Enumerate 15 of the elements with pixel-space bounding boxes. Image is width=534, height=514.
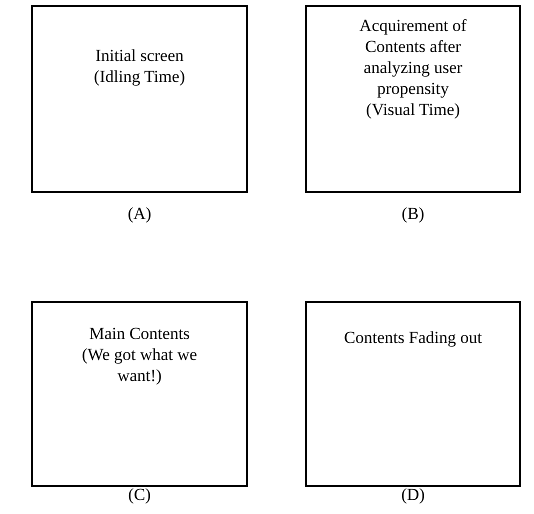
panel-caption: (B) xyxy=(400,204,426,224)
screen-box xyxy=(31,5,248,193)
screen-box xyxy=(31,301,248,487)
box-text: (Visual Time) xyxy=(366,99,460,120)
box-text: Acquirement of Contents after analyzing user propensity xyxy=(358,15,468,99)
box-text: (Idling Time) xyxy=(94,66,186,87)
panel-caption: (C) xyxy=(127,485,152,505)
box-text: Contents Fading out xyxy=(344,327,482,348)
screen-box xyxy=(305,5,521,193)
box-text: (We got what we want!) xyxy=(80,344,198,386)
panel-caption: (D) xyxy=(400,485,426,505)
panel-caption: (A) xyxy=(126,204,152,224)
screen-box xyxy=(305,301,521,487)
box-text: Initial screen xyxy=(95,45,184,66)
box-text: Main Contents xyxy=(89,323,190,344)
